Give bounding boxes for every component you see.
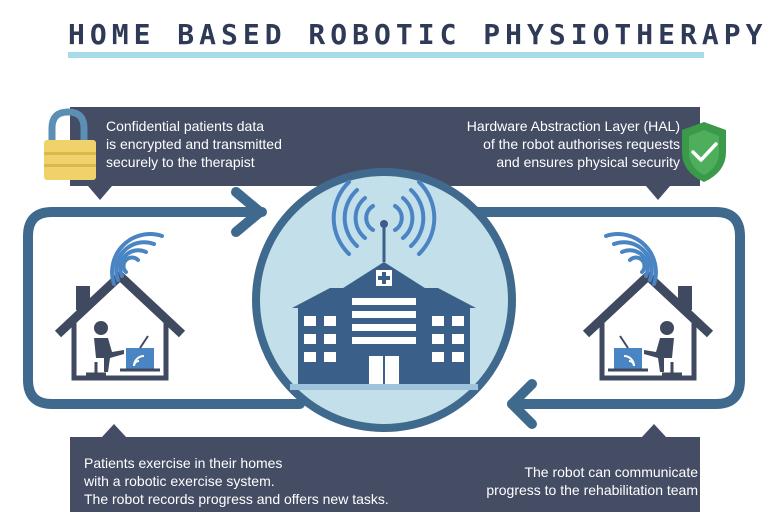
panel-top-left (70, 107, 384, 200)
loop-left-path (23, 207, 305, 409)
arrow-head-top (231, 187, 265, 237)
callout-line: Patients exercise in their homes (84, 455, 283, 471)
wifi-signal-icon (110, 232, 164, 286)
callout-panels (70, 107, 700, 512)
callout-hal: Hardware Abstraction Layer (HAL) of the … (440, 117, 680, 171)
wifi-signal-icon (604, 232, 658, 286)
callout-line: Hardware Abstraction Layer (HAL) (466, 118, 680, 134)
callout-encryption: Confidential patients data is encrypted … (106, 117, 316, 171)
panel-top-right (384, 107, 700, 200)
shield-check-icon (682, 122, 726, 182)
callout-line: The robot records progress and offers ne… (84, 491, 389, 507)
panel-bottom-left (70, 424, 384, 512)
callout-line: Confidential patients data (106, 118, 264, 134)
padlock-icon (44, 108, 96, 180)
callout-patients: Patients exercise in their homes with a … (84, 454, 424, 508)
wifi-signal-icon (331, 180, 437, 256)
arrow-head-bottom (507, 379, 537, 429)
house-patient-icon-right (582, 232, 714, 381)
callout-line: with a robotic exercise system. (84, 473, 275, 489)
process-loop (23, 187, 745, 429)
page-title: HOME BASED ROBOTIC PHYSIOTHERAPY (68, 18, 768, 51)
hospital-building-icon (290, 220, 478, 390)
callout-robot-communication: The robot can communicate progress to th… (440, 463, 698, 499)
callout-line: progress to the rehabilitation team (486, 482, 698, 498)
loop-right-path (463, 207, 745, 409)
panel-bottom-right (384, 424, 700, 512)
callout-line: securely to the therapist (106, 154, 255, 170)
callout-line: of the robot authorises requests (483, 136, 680, 152)
callout-line: The robot can communicate (524, 464, 698, 480)
callout-line: is encrypted and transmitted (106, 136, 282, 152)
house-patient-icon-left (54, 232, 186, 381)
title-underline (68, 52, 704, 58)
callout-line: and ensures physical security (496, 154, 680, 170)
